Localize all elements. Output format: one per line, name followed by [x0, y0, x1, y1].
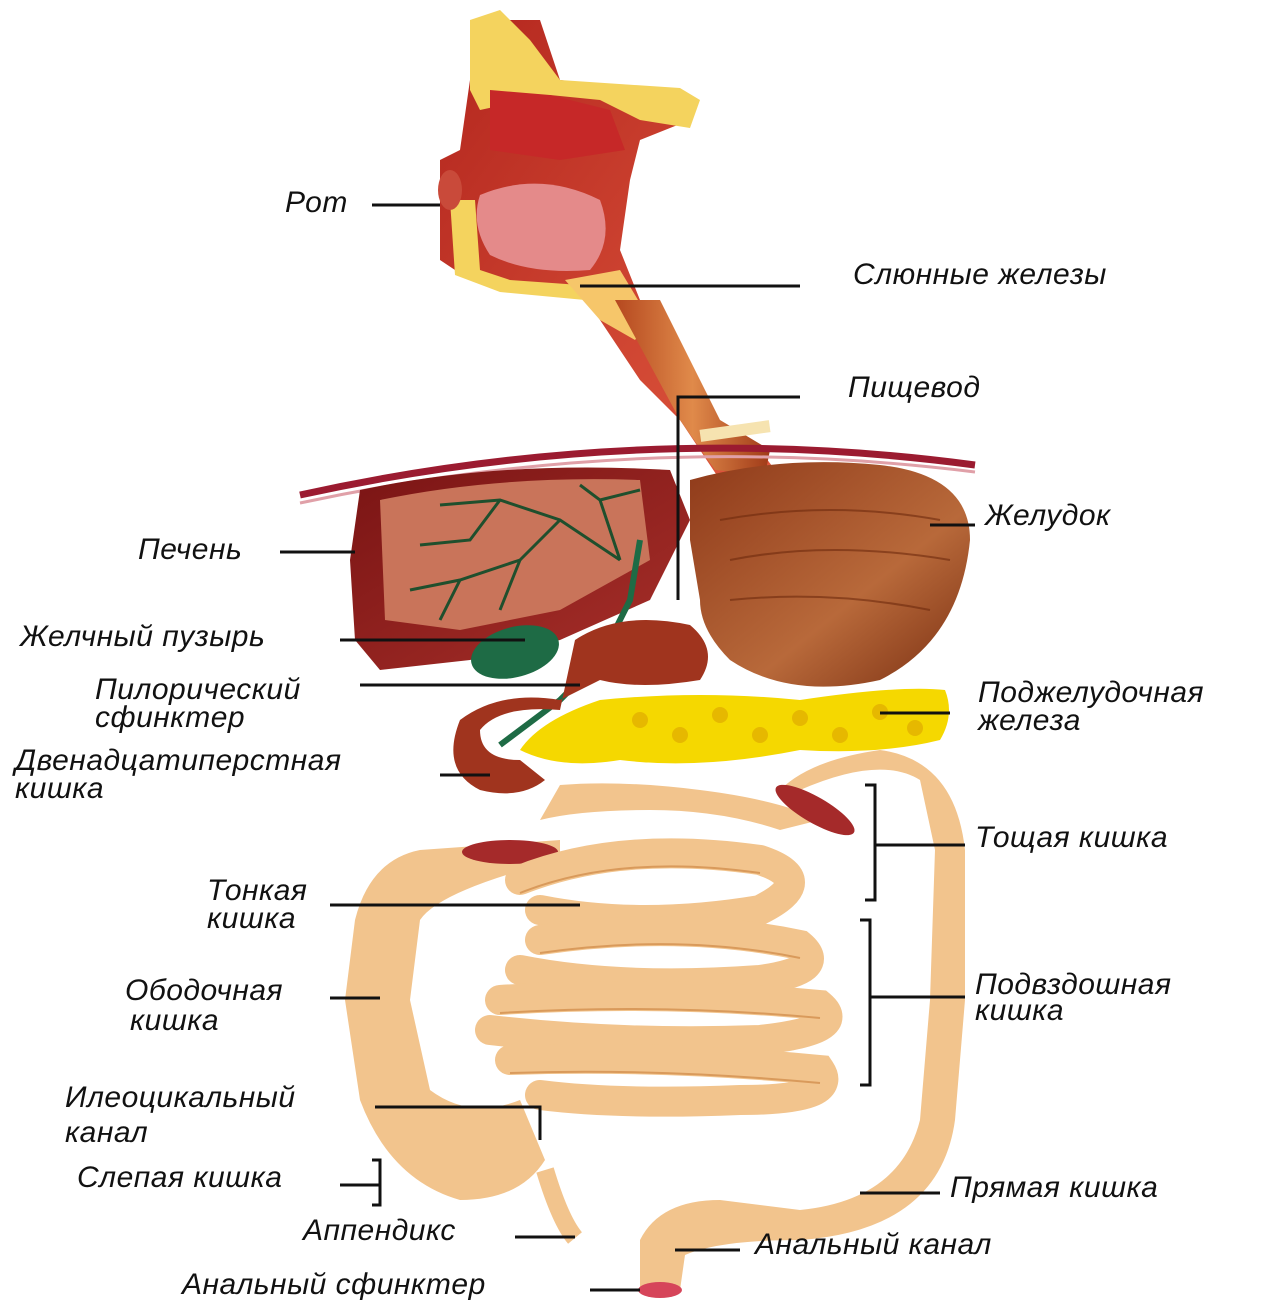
- label-rectum: Прямая кишка: [950, 1175, 1158, 1201]
- label-pyloric-1: Пилорический: [95, 677, 301, 703]
- bracket-jejunum: [865, 785, 875, 900]
- anal-sphincter-shape: [638, 1282, 682, 1298]
- label-duodenum-2: кишка: [15, 776, 104, 802]
- label-colon-2: кишка: [130, 1008, 219, 1034]
- label-pancreas-2: железа: [978, 708, 1081, 734]
- bracket-cecum: [372, 1160, 380, 1205]
- stomach: [690, 462, 970, 687]
- label-duodenum-1: Двенадцатиперстная: [15, 748, 342, 774]
- label-anal-sphincter: Анальный сфинктер: [182, 1272, 486, 1298]
- label-esophagus: Пищевод: [848, 375, 980, 401]
- small-intestine: [490, 853, 828, 1101]
- label-colon-1: Ободочная: [125, 978, 283, 1004]
- label-ileocecal-2: канал: [65, 1120, 148, 1146]
- lips: [438, 170, 462, 210]
- bracket-ileum: [860, 920, 870, 1085]
- label-small-intestine-1: Тонкая: [207, 878, 307, 904]
- label-cecum: Слепая кишка: [77, 1165, 282, 1191]
- label-ileocecal-1: Илеоцикальный: [65, 1085, 296, 1111]
- label-anal-canal: Анальный канал: [755, 1232, 992, 1258]
- label-jejunum: Тощая кишка: [975, 825, 1168, 851]
- label-liver: Печень: [138, 537, 242, 563]
- label-gallbladder: Желчный пузырь: [20, 624, 265, 650]
- label-small-intestine-2: кишка: [207, 906, 296, 932]
- label-pancreas-1: Поджелудочная: [978, 680, 1204, 706]
- label-appendix: Аппендикс: [303, 1218, 456, 1244]
- label-salivary-glands: Слюнные железы: [853, 262, 1107, 288]
- label-ileum-2: кишка: [975, 998, 1064, 1024]
- head-cross-section: [438, 10, 775, 480]
- label-pyloric-2: сфинктер: [95, 705, 245, 731]
- label-stomach: Желудок: [985, 503, 1111, 529]
- label-mouth: Рот: [285, 190, 348, 216]
